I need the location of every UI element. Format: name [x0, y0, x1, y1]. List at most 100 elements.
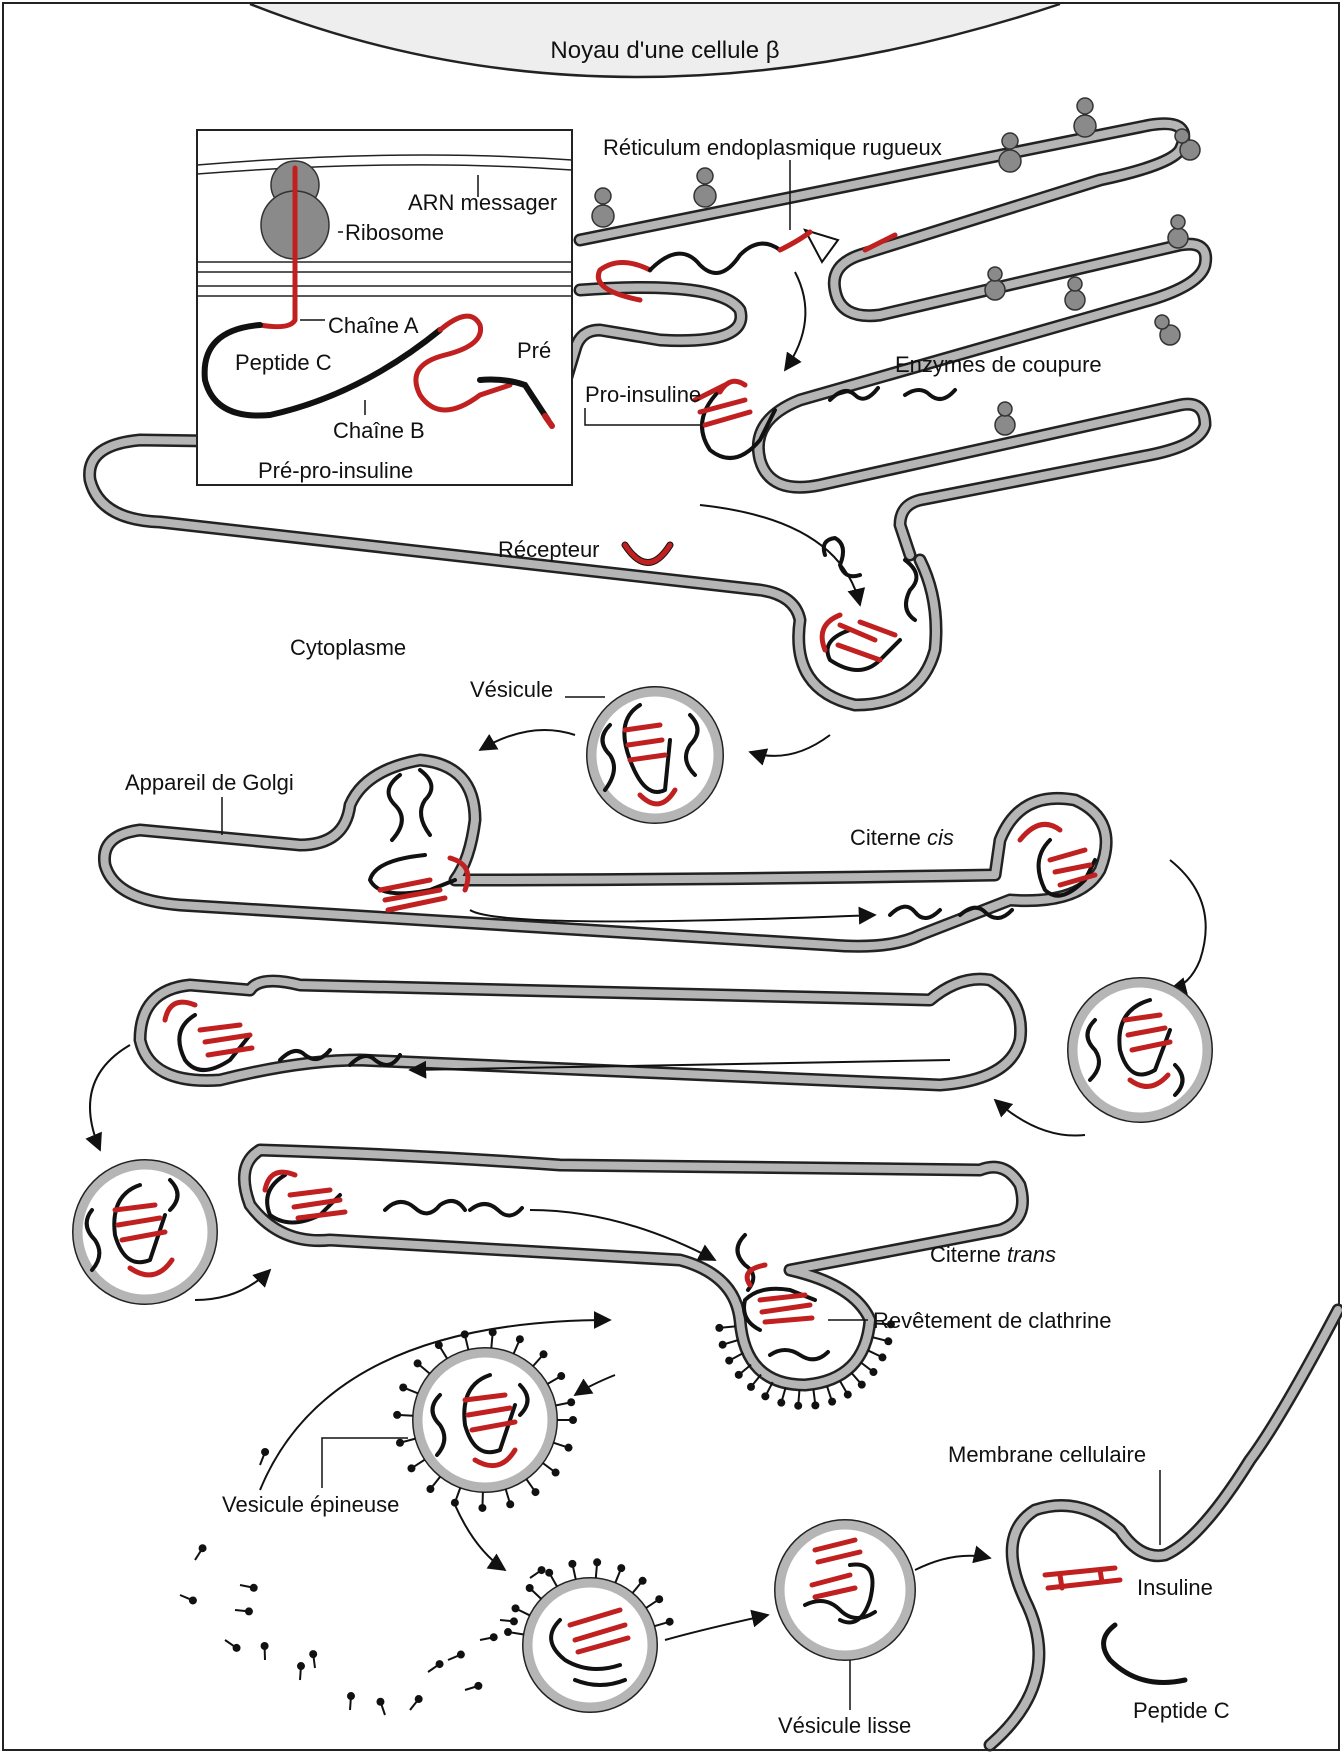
enzymes-label: Enzymes de coupure: [895, 352, 1102, 377]
clathrin-head: [189, 1596, 197, 1604]
clathrin-head: [567, 1398, 575, 1406]
clathrin-head: [376, 1698, 384, 1706]
proinsulin-label: Pro-insuline: [585, 382, 701, 407]
clathrin-head: [435, 1341, 443, 1349]
arrow-to-membrane: [915, 1556, 990, 1570]
clathrin-head: [512, 1604, 520, 1612]
trans-label: Citerne trans: [930, 1242, 1056, 1267]
golgi-cisterna-medial: [140, 979, 1021, 1085]
clathrin-head: [747, 1383, 755, 1391]
clathrin-head: [735, 1371, 743, 1379]
cell-membrane: [990, 1310, 1338, 1745]
clathrin-head: [457, 1651, 465, 1659]
pre-label: Pré: [517, 338, 551, 363]
clathrin-head: [538, 1566, 546, 1574]
cell-membrane-label: Membrane cellulaire: [948, 1442, 1146, 1467]
clathrin-head: [557, 1372, 565, 1380]
clathrin-head: [617, 1564, 625, 1572]
preproinsulin-label: Pré-pro-insuline: [258, 458, 413, 483]
clathrin-head: [489, 1328, 497, 1336]
arrow-to-golgi: [480, 730, 575, 750]
arrow-cis-flow: [470, 910, 875, 921]
clathrin-head: [490, 1633, 498, 1641]
clathrin-head: [261, 1448, 269, 1456]
spiny-vesicle: [393, 1328, 577, 1512]
clathrin-head: [869, 1368, 877, 1376]
clathrin-head: [396, 1439, 404, 1447]
clathrin-head: [250, 1584, 258, 1592]
clathrin-head: [878, 1353, 886, 1361]
smooth-vesicle: [775, 1520, 915, 1660]
insulin-label: Insuline: [1137, 1575, 1213, 1600]
peptide-c-inset-label: Peptide C: [235, 350, 332, 375]
arrow-to-vesicle: [750, 735, 830, 756]
clathrin-head: [569, 1416, 577, 1424]
insulin-icon: [1045, 1568, 1120, 1588]
clathrin-head: [393, 1411, 401, 1419]
clathrin-head: [593, 1558, 601, 1566]
clathrin-head: [309, 1650, 317, 1658]
clathrin-head: [436, 1660, 444, 1668]
arrow-medial-to-vesicle: [90, 1045, 130, 1150]
clathrin-head: [540, 1350, 548, 1358]
clathrin-head: [426, 1485, 434, 1493]
arrow-cis-to-vesicle: [1170, 860, 1206, 990]
clathrin-head: [568, 1560, 576, 1568]
clathrin-head: [844, 1391, 852, 1399]
clathrin-head: [761, 1392, 769, 1400]
arrow-to-medial: [995, 1100, 1085, 1136]
clathrin-head: [565, 1444, 573, 1452]
clathrin-head: [415, 1695, 423, 1703]
vesicle-label: Vésicule: [470, 677, 553, 702]
clathrin-head: [510, 1617, 518, 1625]
clathrin-head: [347, 1692, 355, 1700]
clathrin-label: Revêtement de clathrine: [873, 1308, 1111, 1333]
clathrin-head: [297, 1662, 305, 1670]
golgi-vesicle-right: [1068, 978, 1212, 1122]
mrna-label: ARN messager: [408, 190, 557, 215]
chain-a-label: Chaîne A: [328, 313, 419, 338]
nucleus-label: Noyau d'une cellule β: [550, 37, 779, 64]
clathrin-head: [884, 1337, 892, 1345]
arrow-cleavage: [785, 272, 805, 370]
clathrin-head: [407, 1464, 415, 1472]
clathrin-head: [715, 1324, 723, 1332]
clathrin-head: [526, 1584, 534, 1592]
clathrin-head: [777, 1399, 785, 1407]
clathrin-head: [531, 1488, 539, 1496]
clathrin-head: [261, 1642, 269, 1650]
clathrin-head: [666, 1618, 674, 1626]
clathrin-head: [199, 1544, 207, 1552]
clathrin-head: [545, 1569, 553, 1577]
clathrin-head: [725, 1357, 733, 1365]
clathrin-head: [858, 1381, 866, 1389]
clathrin-head: [399, 1383, 407, 1391]
arrow-uncoating: [455, 1505, 505, 1570]
cytoplasm-label: Cytoplasme: [290, 635, 406, 660]
ribosome-label: Ribosome: [345, 220, 444, 245]
clathrin-head: [504, 1628, 512, 1636]
clathrin-head: [639, 1577, 647, 1585]
clathrin-head: [828, 1398, 836, 1406]
transport-vesicle: [587, 687, 723, 823]
cis-label: Citerne cis: [850, 825, 954, 850]
er-bud-cargo: [822, 615, 900, 670]
arrow-to-smooth: [665, 1615, 768, 1640]
clathrin-head: [474, 1682, 482, 1690]
uncoating-vesicle: [504, 1558, 674, 1712]
clathrin-head: [811, 1401, 819, 1409]
clathrin-head: [233, 1644, 241, 1652]
golgi-vesicle-left: [73, 1160, 217, 1304]
clathrin-head: [794, 1402, 802, 1410]
rer-label: Réticulum endoplasmique rugueux: [603, 135, 942, 160]
clathrin-head: [478, 1504, 486, 1512]
clathrin-head: [516, 1335, 524, 1343]
peptide-c-icon: [1104, 1625, 1185, 1683]
clathrin-head: [552, 1469, 560, 1477]
arrow-to-spiny: [575, 1375, 615, 1395]
clathrin-head: [245, 1607, 253, 1615]
clathrin-head: [414, 1359, 422, 1367]
golgi-cisterna-trans: [244, 1150, 1022, 1385]
smooth-vesicle-label: Vésicule lisse: [778, 1713, 911, 1738]
